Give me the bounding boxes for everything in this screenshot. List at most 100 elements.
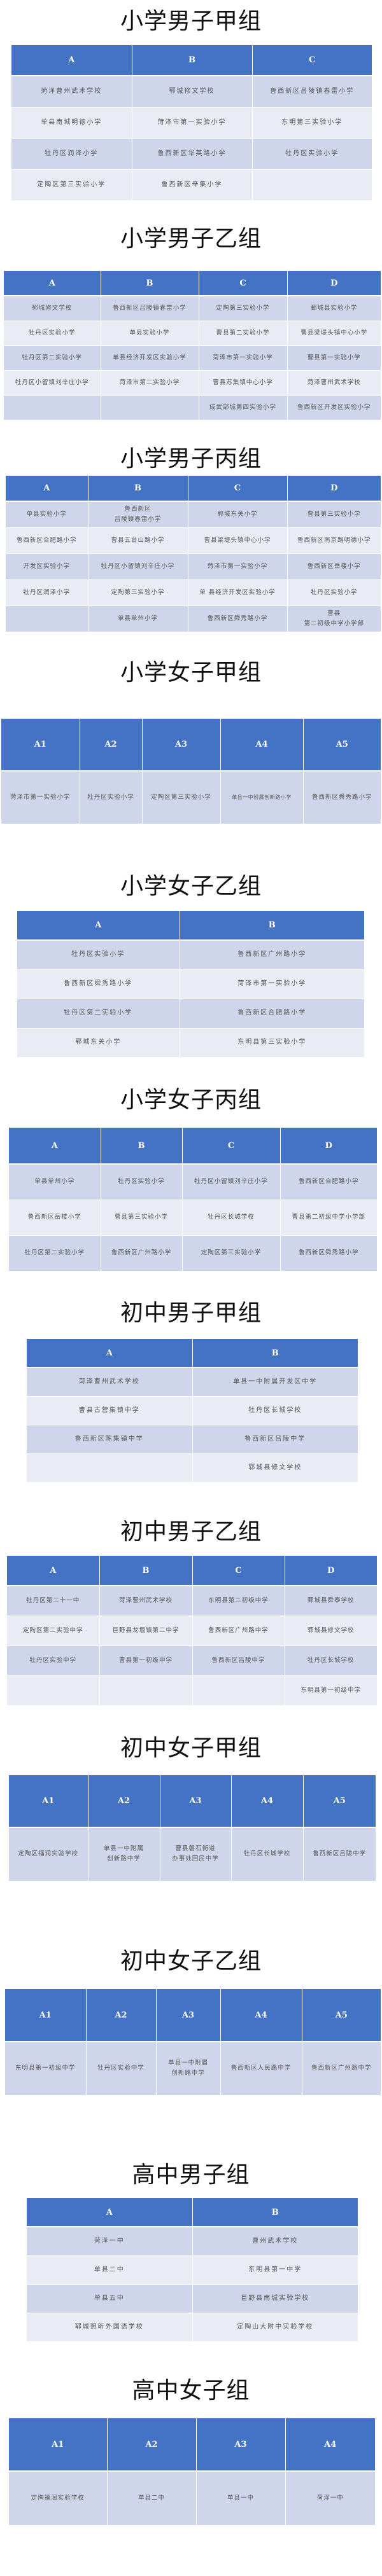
school-cell: 鲁西新区吕陵中学 xyxy=(192,1425,358,1454)
column-header: A3 xyxy=(156,1989,221,2042)
column-header: B xyxy=(88,476,188,502)
school-cell: 鲁西新区开发区实验小学 xyxy=(287,395,381,420)
table-row: 鲁西新区合肥路小学 曹县五台山路小学 曹县梁堤头镇中心小学 鲁西新区南京路明德小… xyxy=(6,527,381,554)
school-cell: 单县二中 xyxy=(107,2471,197,2526)
school-cell: 定陶区第三实验小学 xyxy=(11,169,132,201)
school-cell: 牡丹区实验小学 xyxy=(252,138,372,170)
school-cell: 曹县梁堤头镇中心小学 xyxy=(188,527,288,554)
school-cell: 曹县苏集镇中心小学 xyxy=(199,370,288,396)
school-cell: 菏泽市第二实验小学 xyxy=(101,370,199,396)
school-cell: 郓城县修文学校 xyxy=(285,1616,377,1646)
school-cell xyxy=(252,169,372,201)
school-cell: 牡丹区实验小学 xyxy=(101,1164,183,1200)
table-row: 鲁西新区陈集镇中学 鲁西新区吕陵中学 xyxy=(27,1425,358,1454)
school-cell: 菏泽市第一实验小学 xyxy=(1,771,80,824)
school-cell: 牡丹区实验小学 xyxy=(17,940,180,970)
group-title: 高中女子组 xyxy=(132,2378,250,2404)
column-header: A1 xyxy=(5,1989,87,2042)
column-header: A1 xyxy=(9,2418,108,2472)
table-row: 单县单州小学 牡丹区实验小学 牡丹区小留镇刘辛庄小学 鲁西新区合肥路小学 xyxy=(9,1164,377,1200)
school-cell: 鲁西新区合肥路小学 xyxy=(280,1164,377,1200)
school-cell: 单县实验小学 xyxy=(101,321,199,346)
table-row: 菏泽市第一实验小学 牡丹区实验小学 定陶区第三实验小学 单县一中附属创新路小学 … xyxy=(1,771,381,824)
school-cell xyxy=(4,395,101,420)
table-row: 定陶福润实验学校 单县二中 单县一中 菏泽一中 xyxy=(9,2471,375,2526)
school-cell: 牡丹区小留镇刘辛庄小学 xyxy=(4,370,101,396)
school-cell: 定陶区第三实验小学 xyxy=(142,771,221,824)
school-cell: 鲁西新区舜秀路小学 xyxy=(303,771,381,824)
table-row: 牡丹区实验中学 曹县第一初级中学 鲁西新区吕陵中学 牡丹区长城学校 xyxy=(7,1645,377,1676)
table-row: 牡丹区实验小学 鲁西新区广州路小学 xyxy=(17,940,364,970)
table-row: 单县单州小学 鲁西新区舜秀路小学 曹县 第二初级中学小学部 xyxy=(6,606,381,632)
group-table-primary-girls-c: A B C D 单县单州小学 牡丹区实验小学 牡丹区小留镇刘辛庄小学 鲁西新区合… xyxy=(9,1128,377,1271)
school-cell: 鲁西新区舜秀路小学 xyxy=(17,969,180,999)
column-header: C xyxy=(182,1128,281,1165)
table-row: 开发区实验小学 牡丹区小留镇刘辛庄小学 菏泽市第一实验小学 鲁西新区岳楼小学 xyxy=(6,553,381,580)
school-cell xyxy=(101,395,199,420)
column-header: D xyxy=(287,476,381,502)
table-row: 牡丹区小留镇刘辛庄小学 菏泽市第二实验小学 曹县苏集镇中心小学 菏泽曹州武术学校 xyxy=(4,370,381,396)
school-cell: 曹县第二初级中学小学部 xyxy=(280,1200,377,1236)
column-header: A xyxy=(4,271,101,296)
column-header: A xyxy=(17,911,180,941)
group-table-primary-girls-b: A B 牡丹区实验小学 鲁西新区广州路小学 鲁西新区舜秀路小学 菏泽市第一实验小… xyxy=(17,911,364,1058)
table-row: 单县二中 东明县第一中学 xyxy=(27,2255,358,2285)
table-row: 菏泽一中 曹州武术学校 xyxy=(27,2227,358,2256)
school-cell: 牡丹区实验小学 xyxy=(4,321,101,346)
school-cell: 牡丹区第二十一中 xyxy=(7,1586,100,1616)
column-header: A xyxy=(9,1128,101,1165)
school-cell: 鲁西新区吕陵镇春雷小学 xyxy=(252,76,372,107)
school-cell: 曹县古营集镇中学 xyxy=(27,1396,193,1425)
school-cell: 鲁西新区 吕陵镇春雷小学 xyxy=(88,501,188,528)
column-header: B xyxy=(180,911,364,941)
school-cell: 单 县经济开发区实验小学 xyxy=(188,579,288,606)
school-cell: 单县五中 xyxy=(27,2284,193,2313)
school-cell xyxy=(27,1453,193,1483)
school-cell xyxy=(7,1675,100,1706)
column-header: C xyxy=(252,45,372,76)
school-cell: 郓城东关小学 xyxy=(17,1028,180,1058)
column-header: B xyxy=(101,271,199,296)
school-cell: 菏泽曹州武术学校 xyxy=(11,76,132,107)
school-cell: 牡丹区实验中学 xyxy=(7,1645,100,1676)
school-cell: 单县一中附属 创新路中学 xyxy=(88,1827,160,1881)
school-cell: 牡丹区润泽小学 xyxy=(11,138,132,170)
school-cell: 单县实验小学 xyxy=(6,501,88,528)
table-row: 东明县第一初级中学 牡丹区实验中学 单县一中附属 创新路中学 鲁西新区人民路中学… xyxy=(5,2042,381,2096)
group-table-junior-boys-a: A B 菏泽曹州武术学校 单县一中附属开发区中学 曹县古营集镇中学 牡丹区长城学… xyxy=(27,1339,358,1483)
school-cell: 牡丹区润泽小学 xyxy=(6,579,88,606)
school-cell: 菏泽市第一实验小学 xyxy=(199,345,288,371)
group-table-junior-boys-b: A B C D 牡丹区第二十一中 菏泽曹州武术学校 东明县第二初级中学 鄄城县舜… xyxy=(7,1556,377,1706)
column-header: C xyxy=(192,1556,285,1586)
school-cell xyxy=(6,606,88,632)
school-cell: 鲁西新区陈集镇中学 xyxy=(27,1425,193,1454)
school-cell: 牡丹区长城学校 xyxy=(182,1200,281,1236)
school-cell: 郓城照昕外国语学校 xyxy=(27,2313,193,2342)
school-cell: 鲁西新区吕陵镇春雷小学 xyxy=(101,296,199,321)
group-table-primary-boys-b: A B C D 郓城修文学校 鲁西新区吕陵镇春雷小学 定陶第三实验小学 鄄城县实… xyxy=(4,271,381,420)
column-header: A5 xyxy=(302,1989,381,2042)
school-cell: 菏泽市第一实验小学 xyxy=(180,969,364,999)
school-cell: 单县一中 xyxy=(196,2471,286,2526)
school-cell: 单县单州小学 xyxy=(88,606,188,632)
school-cell: 鲁西新区广州路中学 xyxy=(302,2042,381,2096)
table-row: 鲁西新区舜秀路小学 菏泽市第一实验小学 xyxy=(17,969,364,999)
group-table-senior-girls: A1 A2 A3 A4 定陶福润实验学校 单县二中 单县一中 菏泽一中 xyxy=(9,2418,375,2526)
column-header: A2 xyxy=(86,1989,157,2042)
school-cell: 定陶区第三实验小学 xyxy=(182,1235,281,1271)
table-row: 郓城县修文学校 xyxy=(27,1453,358,1483)
table-row: 牡丹区润泽小学 鲁西新区华英路小学 牡丹区实验小学 xyxy=(11,138,372,170)
school-cell: 鲁西新区合肥路小学 xyxy=(6,527,88,554)
school-cell: 牡丹区长城学校 xyxy=(231,1827,304,1881)
school-cell: 鲁西新区广州路小学 xyxy=(180,940,364,970)
school-cell: 单县单州小学 xyxy=(9,1164,101,1200)
school-cell: 菏泽曹州武术学校 xyxy=(99,1586,193,1616)
school-cell: 单县一中附属 创新路中学 xyxy=(156,2042,221,2096)
column-header: B xyxy=(132,45,253,76)
table-row: 郓城东关小学 东明县第三实验小学 xyxy=(17,1028,364,1058)
school-cell: 牡丹区小留镇刘辛庄小学 xyxy=(182,1164,281,1200)
school-cell xyxy=(192,1675,285,1706)
school-cell: 牡丹区长城学校 xyxy=(285,1645,377,1676)
column-header: A xyxy=(7,1556,100,1586)
table-row: 牡丹区第二十一中 菏泽曹州武术学校 东明县第二初级中学 鄄城县舜泰学校 xyxy=(7,1586,377,1616)
